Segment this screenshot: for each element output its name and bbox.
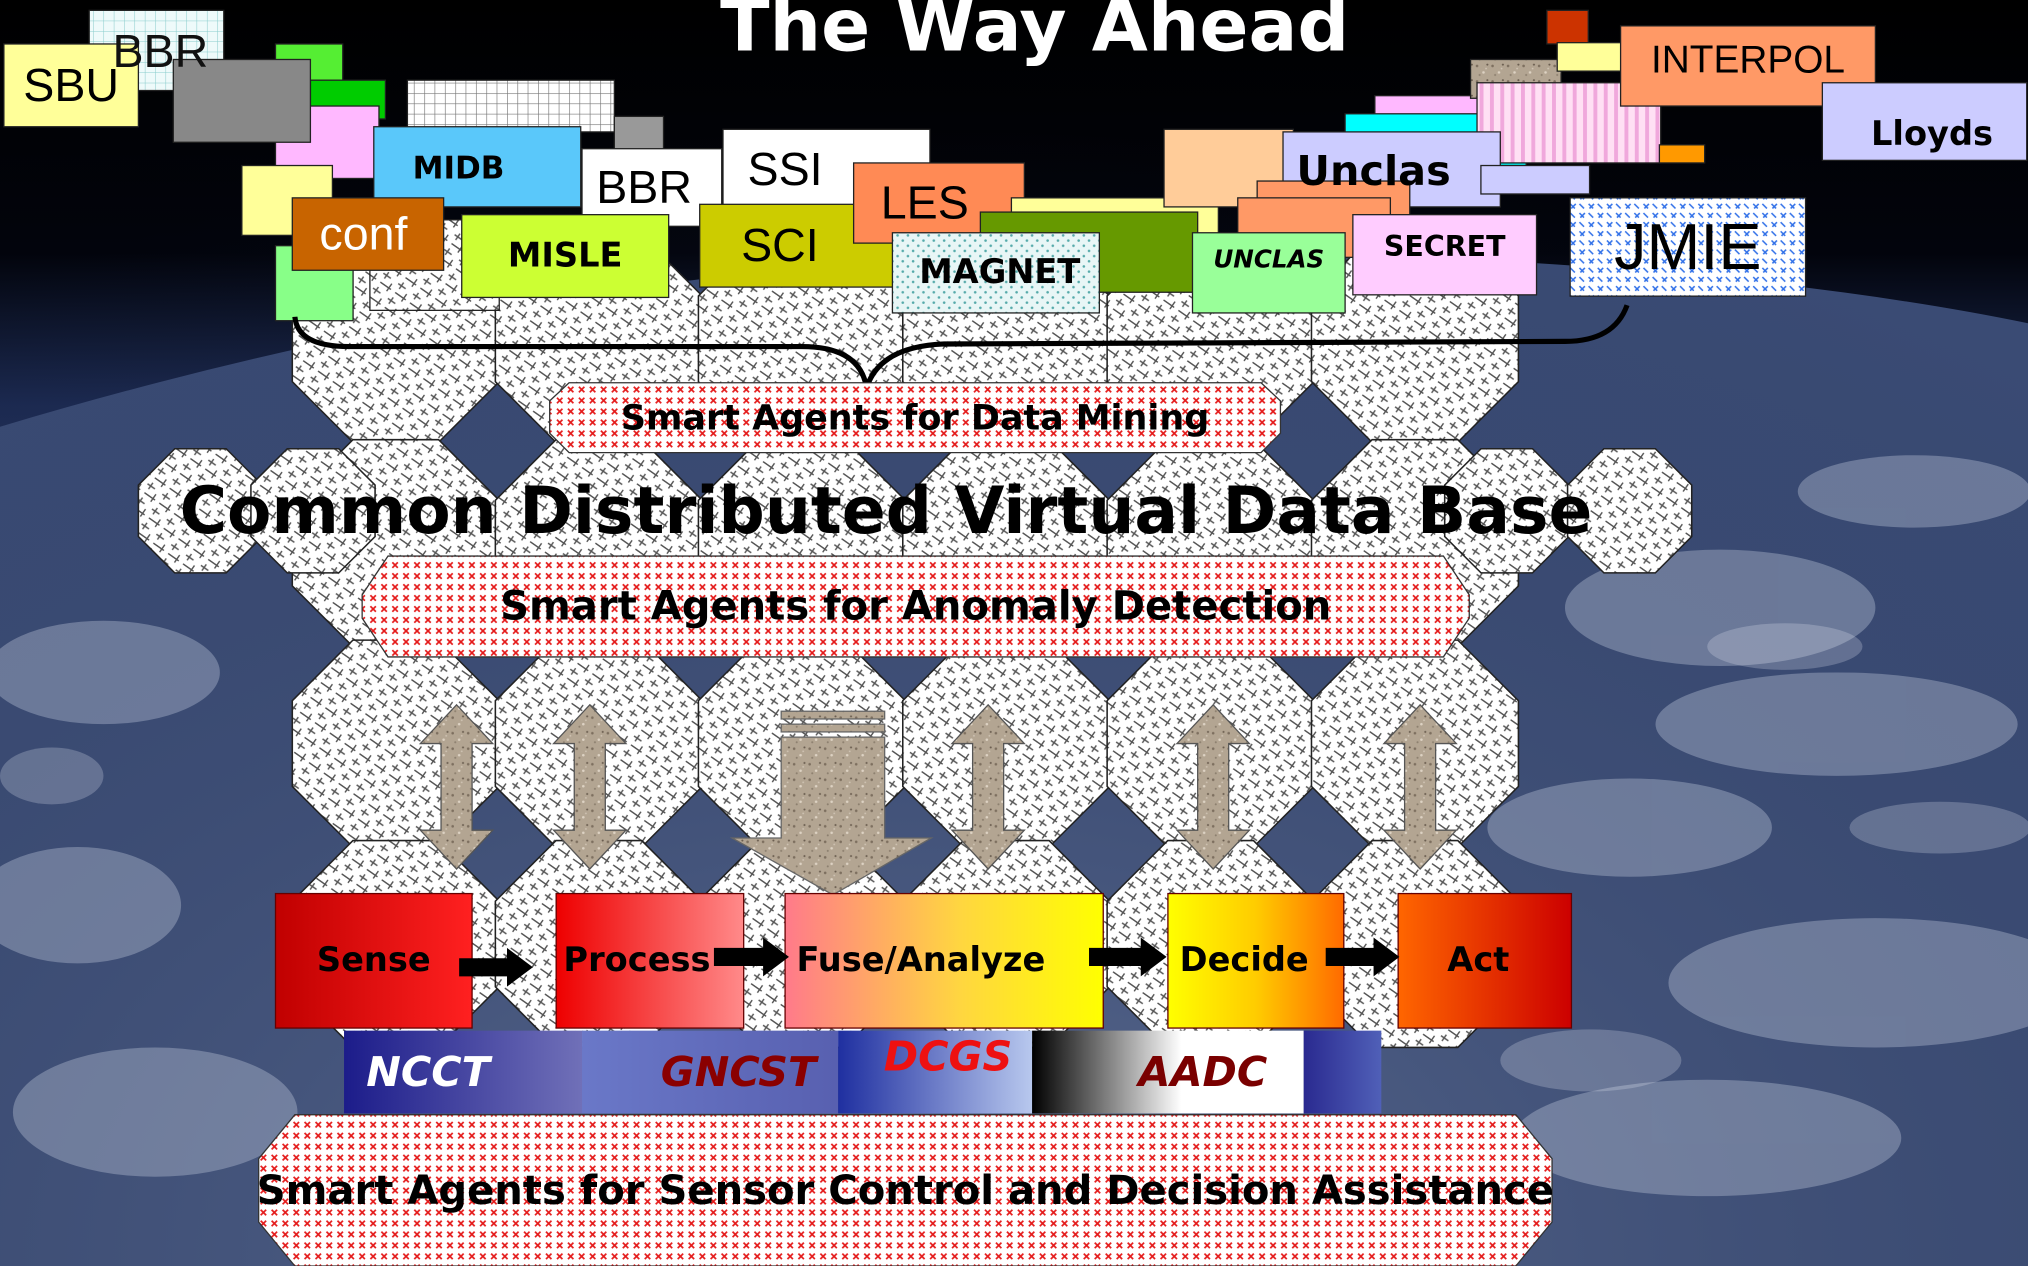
source-les: LES <box>880 175 969 229</box>
agents-sensor-control: Smart Agents for Sensor Control and Deci… <box>256 1167 1554 1214</box>
system-gncst: GNCST <box>660 1047 817 1097</box>
step-fuse-analyze: Fuse/Analyze <box>796 941 1046 981</box>
source-unclas-small: UNCLAS <box>1213 245 1325 274</box>
source-lloyds: Lloyds <box>1871 115 1994 154</box>
source-sbu: SBU <box>23 58 120 112</box>
source-unclas-large: Unclas <box>1296 146 1451 196</box>
source-sci: SCI <box>741 218 819 272</box>
source-conf: conf <box>319 206 408 260</box>
source-interpol: INTERPOL <box>1650 38 1846 82</box>
step-act: Act <box>1447 941 1510 981</box>
lattice-octagon <box>1566 447 1693 574</box>
source-magnet: MAGNET <box>919 253 1081 293</box>
lattice-octagon <box>250 447 376 574</box>
source-bbr-top: BBR <box>112 24 209 78</box>
double-arrow-icon <box>1175 703 1251 870</box>
source-bbr: BBR <box>596 160 692 214</box>
page-title: The Way Ahead <box>720 0 1350 69</box>
source-secret: SECRET <box>1383 231 1506 264</box>
double-arrow-icon <box>950 703 1026 870</box>
source-midb: MIDB <box>412 150 505 187</box>
agents-anomaly-detection: Smart Agents for Anomaly Detection <box>500 583 1332 630</box>
system-dcgs: DCGS <box>883 1031 1013 1082</box>
database-label: Common Distributed Virtual Data Base <box>179 473 1593 549</box>
source-jmie: JMIE <box>1614 210 1762 284</box>
lattice-octagon <box>1443 447 1570 574</box>
double-arrow-icon <box>1382 703 1458 870</box>
lattice-octagon <box>137 447 264 574</box>
source-ssi: SSI <box>747 142 823 196</box>
double-arrow-icon <box>418 703 495 870</box>
system-ncct: NCCT <box>366 1047 490 1097</box>
step-process: Process <box>563 941 711 981</box>
source-misle: MISLE <box>507 236 623 276</box>
system-aadc: AADC <box>1138 1047 1268 1097</box>
agents-data-mining: Smart Agents for Data Mining <box>620 397 1210 438</box>
step-decide: Decide <box>1179 941 1309 981</box>
step-sense: Sense <box>316 941 431 981</box>
double-arrow-icon <box>552 703 628 870</box>
